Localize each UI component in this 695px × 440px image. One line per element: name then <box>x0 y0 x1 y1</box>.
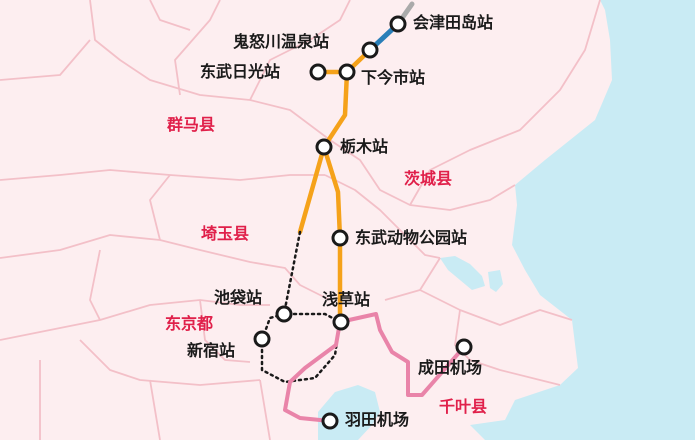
station-marker-asakusa[interactable] <box>332 313 350 331</box>
station-marker-kinugawa-onsen[interactable] <box>361 41 379 59</box>
station-label-haneda-airport[interactable]: 羽田机场 <box>345 410 410 429</box>
tobu-line-tojo <box>297 144 327 235</box>
dotted-connection-ikebukuro <box>282 230 302 316</box>
station-label-aizu-tajima[interactable]: 会津田岛站 <box>413 13 494 32</box>
station-label-tobu-dobutsu-koen[interactable]: 东武动物公园站 <box>355 228 468 247</box>
borders <box>0 0 601 440</box>
station-label-ikebukuro[interactable]: 池袋站 <box>214 288 263 307</box>
sea-pacific <box>470 0 695 440</box>
station-label-kinugawa-onsen[interactable]: 鬼怒川温泉站 <box>233 32 330 51</box>
station-label-narita-airport[interactable]: 成田机场 <box>418 358 483 377</box>
station-label-shinjuku[interactable]: 新宿站 <box>187 341 236 360</box>
narita-connector <box>338 312 466 397</box>
prefecture-label-saitama: 埼玉县 <box>201 224 250 243</box>
lake-kasumigaura <box>440 256 485 290</box>
station-marker-shimo-imaichi[interactable] <box>338 63 356 81</box>
station-label-asakusa[interactable]: 浅草站 <box>322 290 371 309</box>
station-marker-tochigi[interactable] <box>315 138 333 156</box>
station-marker-tobu-nikko[interactable] <box>309 63 327 81</box>
station-marker-narita-airport[interactable] <box>455 338 473 356</box>
prefecture-label-tokyo: 东京都 <box>165 314 214 333</box>
station-marker-tobu-dobutsu-koen[interactable] <box>331 229 349 247</box>
station-label-tobu-nikko[interactable]: 东武日光站 <box>200 62 281 81</box>
station-label-shimo-imaichi[interactable]: 下今市站 <box>361 68 426 87</box>
station-label-tochigi[interactable]: 栃木站 <box>340 137 389 156</box>
haneda-connector <box>283 320 342 423</box>
prefecture-label-ibaraki: 茨城县 <box>404 169 453 188</box>
prefecture-label-gunma: 群马县 <box>167 115 216 134</box>
prefecture-label-chiba: 千叶县 <box>439 397 488 416</box>
station-marker-aizu-tajima[interactable] <box>389 15 407 33</box>
lake-kitaura <box>488 270 503 292</box>
station-marker-ikebukuro[interactable] <box>275 305 293 323</box>
station-marker-haneda-airport[interactable] <box>321 412 339 430</box>
station-markers <box>253 15 473 430</box>
dotted-loop-yamanote <box>260 312 342 384</box>
station-marker-shinjuku[interactable] <box>253 330 271 348</box>
